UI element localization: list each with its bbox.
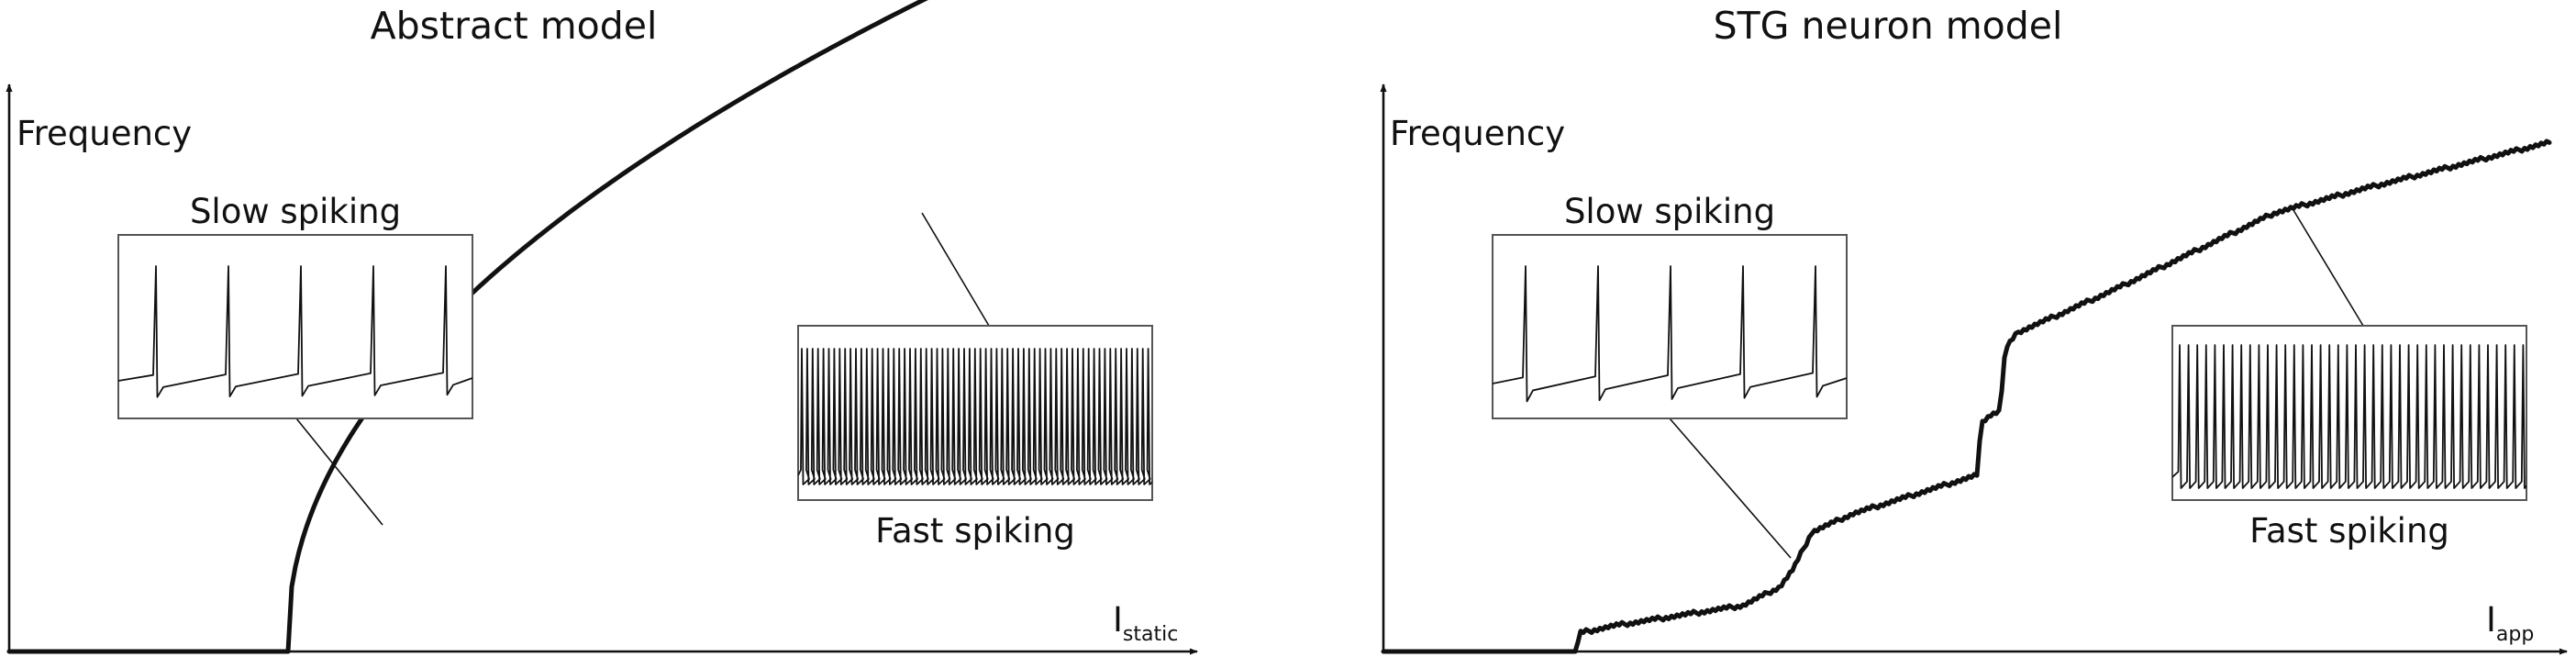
x-axis-label: Istatic: [1113, 600, 1178, 646]
connector-slow: [1669, 418, 1792, 559]
voltage-trace-slow: [1493, 265, 1847, 403]
y-axis-label: Frequency: [17, 114, 192, 153]
panel-title: Abstract model: [371, 4, 658, 48]
inset-label-slow: Slow spiking: [1564, 192, 1775, 231]
connector-fast: [921, 212, 990, 327]
inset-slow-spiking: Slow spiking: [1492, 192, 1848, 419]
y-axis-label: Frequency: [1390, 114, 1565, 153]
inset-box: [117, 234, 473, 419]
inset-slow-spiking: Slow spiking: [117, 192, 473, 419]
frequency-curve: [1381, 139, 2552, 654]
connector-fast: [2293, 209, 2364, 327]
inset-fast-spiking: Fast spiking: [2171, 325, 2527, 551]
voltage-trace-fast: [2172, 344, 2526, 489]
panel-title: STG neuron model: [1714, 4, 2063, 48]
panel-abstract-model: Abstract model Frequency Istatic Slow sp…: [6, 0, 1198, 655]
inset-label-slow: Slow spiking: [190, 192, 401, 231]
inset-label-fast: Fast spiking: [2249, 511, 2449, 551]
connector-slow: [295, 418, 383, 526]
x-axis-label: Iapp: [2486, 600, 2534, 646]
voltage-trace-slow: [118, 265, 472, 398]
inset-label-fast: Fast spiking: [875, 511, 1075, 551]
inset-fast-spiking: Fast spiking: [797, 325, 1153, 551]
panel-stg-neuron-model: STG neuron model Frequency Iapp Slow spi…: [1380, 4, 2568, 655]
voltage-trace-fast: [798, 348, 1152, 485]
